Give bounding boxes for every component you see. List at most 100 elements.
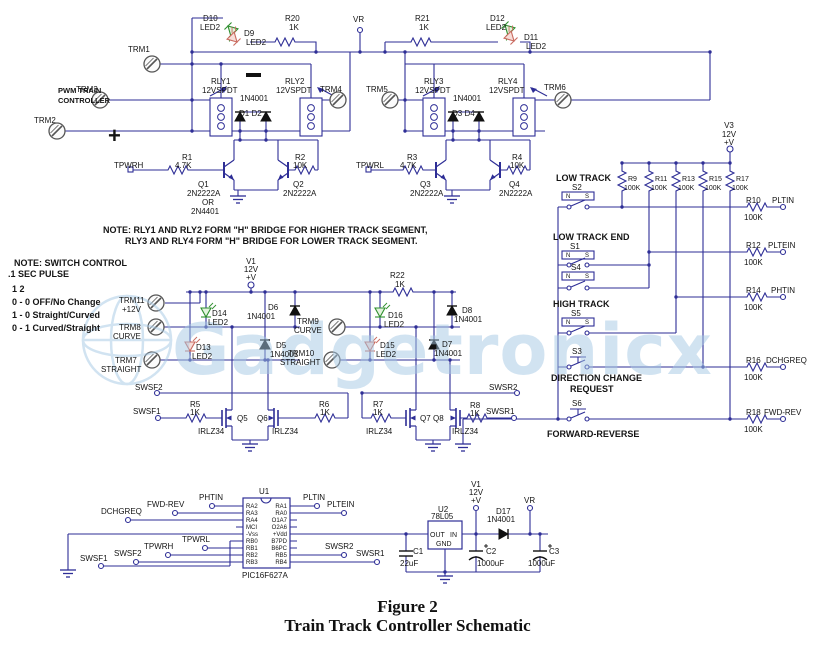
label-r15v: 100K	[705, 185, 722, 192]
label-c1: C1	[413, 547, 424, 556]
terminal-trm6-icon	[554, 91, 572, 109]
label-nsc4: 0 - 0 OFF/No Change	[12, 297, 101, 307]
label-d9v: LED2	[246, 38, 267, 47]
driver-transistor-wires	[133, 139, 531, 196]
label-q4v: 2N2222A	[499, 189, 533, 198]
label-u1: U1	[259, 487, 270, 496]
diode-d4-icon	[473, 111, 485, 122]
label-d10: D10	[203, 14, 218, 23]
label-rly1v: 12VSPDT	[202, 86, 238, 95]
mosfet-q6-icon	[267, 407, 279, 429]
label-dchgreqb: DCHGREQ	[101, 507, 142, 516]
label-s5: S5	[571, 309, 581, 318]
ic-u2-78l05	[427, 520, 463, 550]
label-plus: +	[108, 123, 121, 148]
switch-column-wires	[462, 152, 781, 444]
label-dchgreq: DCHGREQ	[766, 356, 807, 365]
label-r8: R8	[470, 401, 481, 410]
label-s5s: S	[585, 320, 589, 326]
label-ir2: IRLZ34	[272, 427, 299, 436]
label-trm8: TRM8	[119, 323, 141, 332]
label-d15v: LED2	[376, 350, 397, 359]
label-pwm2: CONTROLLER	[58, 96, 111, 105]
label-trm9v: CURVE	[294, 326, 322, 335]
relays	[209, 73, 548, 137]
label-r4v: 10K	[510, 161, 525, 170]
label-tpwrlb: TPWRL	[182, 535, 211, 544]
label-rly4v: 12VSPDT	[489, 86, 525, 95]
label-r13v: 100K	[678, 185, 695, 192]
switch-s4-box	[561, 271, 595, 281]
label-ir1: IRLZ34	[198, 427, 225, 436]
label-swsr1: SWSR1	[486, 407, 515, 416]
label-swsr2: SWSR2	[489, 383, 518, 392]
label-q2: Q2	[293, 180, 304, 189]
terminal-trm1-icon	[143, 55, 161, 73]
label-d11v: LED2	[526, 42, 547, 51]
label-trm8v: CURVE	[113, 332, 141, 341]
label-r5v: 1K	[190, 408, 200, 417]
label-r1: R1	[182, 153, 193, 162]
label-pltinb: PLTIN	[303, 493, 325, 502]
watermark-text: Gadgetronicx	[172, 309, 713, 391]
label-r15: R15	[709, 176, 722, 183]
label-d7v: 1N4001	[434, 349, 463, 358]
label-d10v: LED2	[200, 23, 221, 32]
label-r3: R3	[407, 153, 418, 162]
label-tpwrhb: TPWRH	[144, 542, 174, 551]
label-d14v: LED2	[208, 318, 229, 327]
ic-u1-pic16f627a	[242, 497, 291, 569]
switch-s2-box	[561, 191, 595, 201]
label-d13v: LED2	[192, 352, 213, 361]
label-r5: R5	[190, 400, 201, 409]
label-s1: S1	[570, 242, 580, 251]
label-nsc2: .1 SEC PULSE	[8, 269, 69, 279]
label-q1alt: 2N4401	[191, 207, 220, 216]
label-c1v: 22uF	[400, 559, 418, 568]
ground-icon	[424, 443, 442, 452]
label-r21: R21	[415, 14, 430, 23]
label-rly2: RLY2	[285, 77, 305, 86]
diode-d2-icon	[260, 111, 272, 122]
leds	[184, 20, 522, 352]
label-lte: LOW TRACK END	[553, 232, 630, 242]
transistor-q3-icon	[435, 159, 447, 181]
ic-notch	[260, 497, 272, 504]
label-d13: D13	[196, 343, 211, 352]
ground-icon	[454, 443, 472, 452]
label-tpwrl: TPWRL	[356, 161, 385, 170]
label-d9: D9	[244, 29, 255, 38]
label-phtinb: PHTIN	[199, 493, 223, 502]
ground-icon	[436, 575, 454, 584]
label-q1v: 2N2222A	[187, 189, 221, 198]
label-swsf2: SWSF2	[135, 383, 163, 392]
pin-terminals	[97, 26, 787, 570]
junction-dots	[188, 50, 732, 574]
label-d16: D16	[388, 311, 403, 320]
label-pra1: RA1	[275, 504, 287, 510]
transistor-q4-icon	[489, 159, 501, 181]
label-d5v: 1N4001	[270, 350, 299, 359]
relay-rly3-icon	[422, 86, 446, 137]
label-lt: LOW TRACK	[556, 173, 611, 183]
label-note1: NOTE: RLY1 AND RLY2 FORM "H" BRIDGE FOR …	[103, 225, 428, 235]
label-c2: C2	[486, 547, 497, 556]
label-fwdrev: FWD-REV	[764, 408, 802, 417]
ground-icon	[443, 195, 461, 204]
label-s2: S2	[572, 183, 582, 192]
label-r1v: 4.7K	[175, 161, 192, 170]
diode-d17-icon	[498, 528, 509, 540]
label-swsr1b: SWSR1	[356, 549, 385, 558]
label-v1xa: 12V	[469, 488, 484, 497]
label-swsf1: SWSF1	[133, 407, 161, 416]
label-rly2v: 12VSPDT	[276, 86, 312, 95]
label-r7: R7	[373, 400, 384, 409]
label-r17: R17	[736, 176, 749, 183]
label-r12: R12	[746, 241, 761, 250]
label-s2n: N	[566, 194, 570, 200]
terminal-trm5-icon	[381, 91, 399, 109]
label-r14v: 100K	[744, 303, 763, 312]
figure-title: Train Track Controller Schematic	[284, 616, 531, 635]
label-q7: Q7	[420, 414, 431, 423]
label-trm10: TRM10	[288, 349, 315, 358]
